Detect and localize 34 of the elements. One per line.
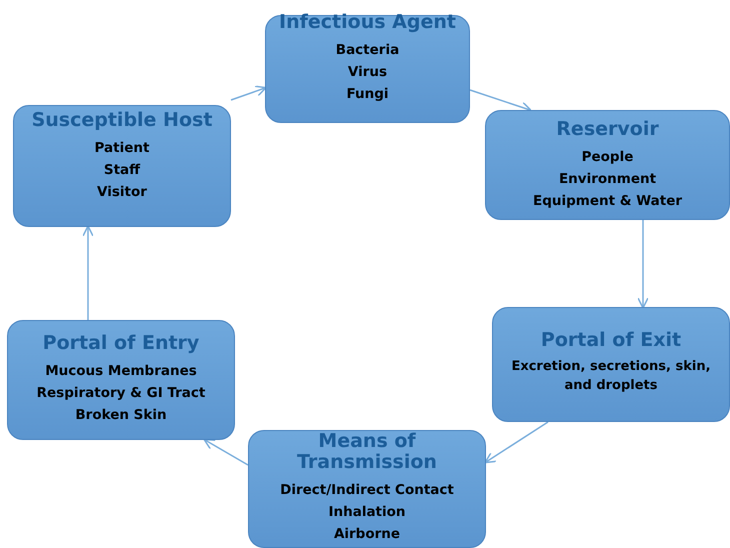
list-item: Staff [104, 161, 140, 180]
process-box [248, 430, 486, 548]
process-box [485, 110, 730, 220]
list-item: Airborne [334, 525, 400, 544]
box-heading: Means of Transmission [296, 431, 438, 473]
list-item: Respiratory & GI Tract [36, 384, 206, 403]
process-box [492, 307, 730, 422]
list-item: Visitor [97, 183, 147, 202]
list-item: Direct/Indirect Contact [280, 481, 454, 500]
arrow [203, 438, 248, 466]
list-item: Virus [348, 63, 388, 82]
list-item: Equipment & Water [532, 192, 682, 211]
list-item: People [582, 148, 634, 167]
list-item: Broken Skin [75, 406, 167, 425]
arrow [470, 89, 532, 113]
arrow [484, 421, 548, 464]
list-item: Excretion, secretions, skin, and droplets [510, 358, 712, 395]
arrow [637, 220, 649, 309]
list-item: Mucous Membranes [45, 362, 197, 381]
list-item: Patient [94, 139, 150, 158]
list-item: Fungi [346, 85, 389, 104]
list-item: Bacteria [336, 41, 400, 60]
box-heading: Portal of Entry [42, 333, 200, 354]
process-box [13, 105, 231, 227]
box-heading: Reservoir [556, 119, 659, 140]
box-heading: Susceptible Host [32, 110, 212, 131]
arrow [82, 225, 94, 320]
box-heading: Portal of Exit [540, 330, 682, 351]
box-heading: Infectious Agent [279, 12, 456, 33]
process-box [7, 320, 235, 440]
arrow [230, 86, 267, 101]
process-box [265, 15, 470, 123]
list-item: Inhalation [328, 503, 406, 522]
list-item: Environment [558, 170, 656, 189]
